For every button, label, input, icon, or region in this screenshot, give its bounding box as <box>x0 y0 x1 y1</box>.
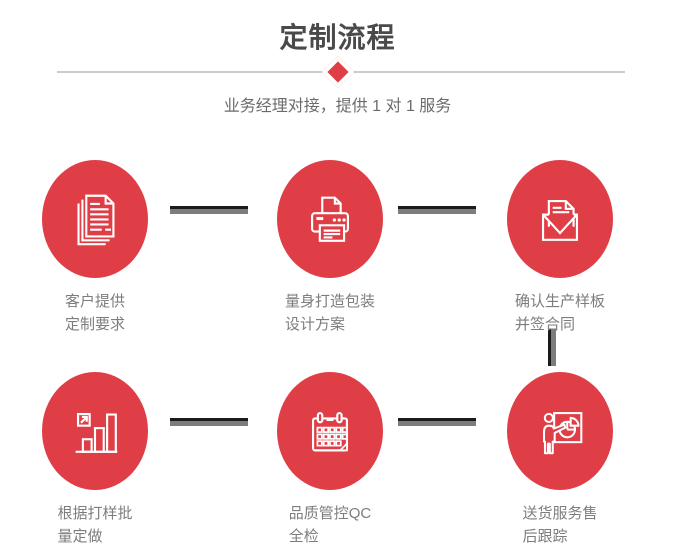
step-2-label: 量身打造包装 设计方案 <box>284 293 376 334</box>
connector-h2 <box>398 206 476 214</box>
step-6-label: 送货服务售 后跟踪 <box>522 505 598 546</box>
step-2-circle <box>277 160 383 278</box>
documents-icon <box>77 194 115 246</box>
step-6-circle <box>507 372 613 490</box>
step-3-circle <box>507 160 613 278</box>
connector-h4 <box>398 418 476 426</box>
step-5-circle <box>277 372 383 490</box>
connector-vertical <box>548 329 556 366</box>
connector-h1 <box>170 206 248 214</box>
subtitle: 业务经理对接，提供 1 对 1 服务 <box>223 98 452 115</box>
connector-h3 <box>170 418 248 426</box>
diamond-icon <box>321 55 355 89</box>
step-4: 根据打样批 量定做 <box>42 372 148 545</box>
step-1-circle <box>42 160 148 278</box>
page-title: 定制流程 <box>279 22 396 53</box>
presenter-icon <box>542 412 583 455</box>
step-5-label: 品质管控QC 全检 <box>288 505 372 546</box>
step-6: 送货服务售 后跟踪 <box>507 372 613 545</box>
calendar-icon <box>311 412 349 452</box>
step-5: 品质管控QC 全检 <box>277 372 383 545</box>
printer-icon <box>311 196 349 242</box>
step-4-circle <box>42 372 148 490</box>
step-1-label: 客户提供 定制要求 <box>64 293 126 334</box>
step-3-label: 确认生产样板 并签合同 <box>514 293 606 334</box>
step-2: 量身打造包装 设计方案 <box>277 160 383 333</box>
step-1: 客户提供 定制要求 <box>42 160 148 333</box>
bar-chart-icon <box>75 412 118 453</box>
step-4-label: 根据打样批 量定做 <box>57 505 133 546</box>
envelope-letter-icon <box>541 200 579 241</box>
step-3: 确认生产样板 并签合同 <box>507 160 613 333</box>
